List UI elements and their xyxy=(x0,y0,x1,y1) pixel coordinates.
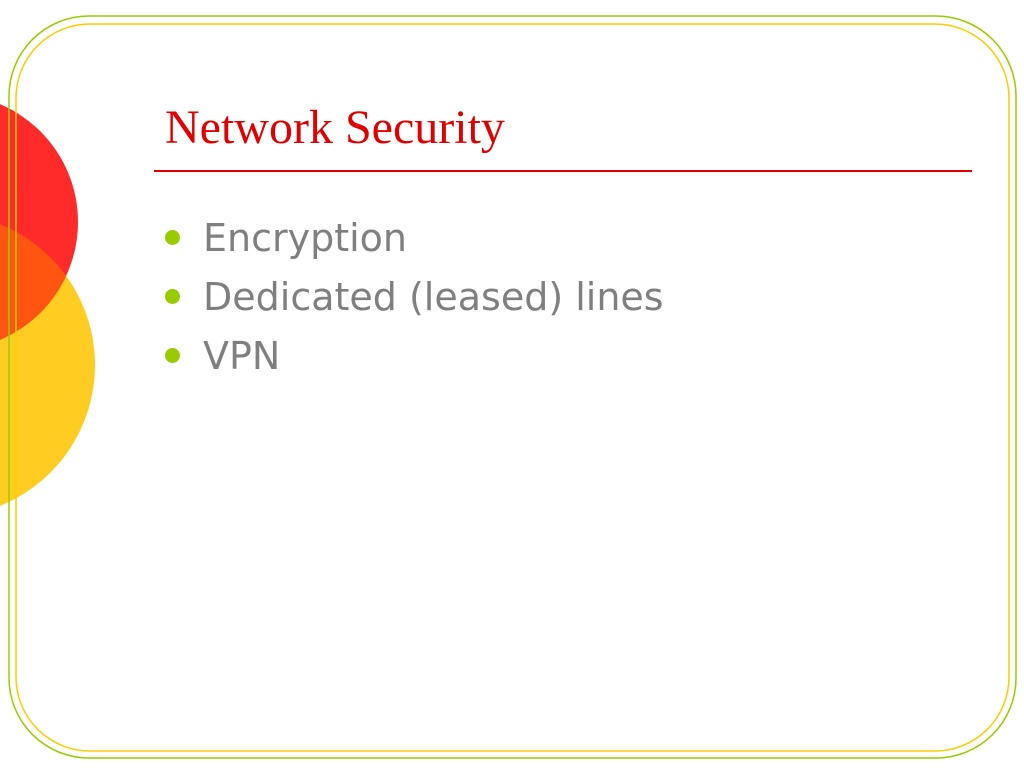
bullet-text: Dedicated (leased) lines xyxy=(203,274,664,319)
bullet-list: Encryption Dedicated (leased) lines VPN xyxy=(165,208,664,385)
bullet-dot-icon xyxy=(165,230,180,245)
title-underline xyxy=(154,170,972,172)
slide-title: Network Security xyxy=(165,101,505,154)
bullet-text: Encryption xyxy=(203,215,408,260)
bullet-text: VPN xyxy=(203,333,281,378)
outer-frame-border xyxy=(8,15,1017,759)
overlap-circle-shape xyxy=(0,213,78,350)
bullet-item: VPN xyxy=(165,326,664,385)
bullet-dot-icon xyxy=(165,348,180,363)
inner-frame-border xyxy=(15,23,1010,752)
bullet-dot-icon xyxy=(165,289,180,304)
bullet-item: Dedicated (leased) lines xyxy=(165,267,664,326)
bullet-item: Encryption xyxy=(165,208,664,267)
